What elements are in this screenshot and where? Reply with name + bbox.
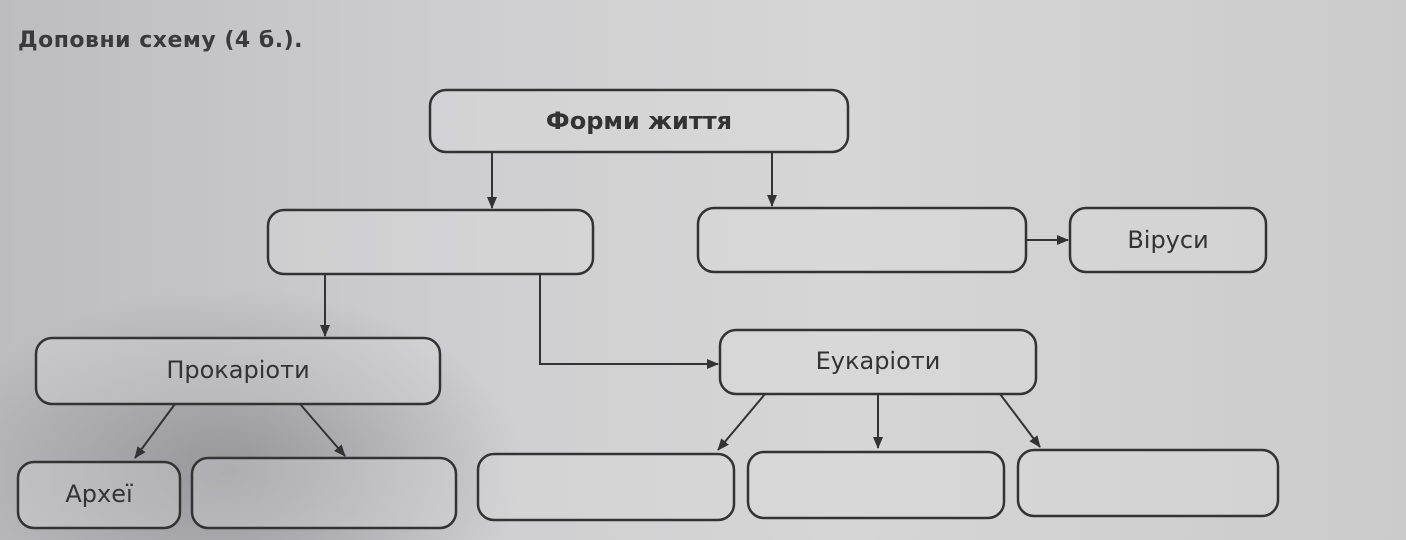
task-instruction: Доповни схему (4 б.). [18, 28, 304, 53]
box-level1-left-blank[interactable] [266, 208, 595, 276]
arrow-to-archaea [134, 403, 176, 459]
box-eukaryote-blank-2[interactable] [746, 450, 1006, 520]
arrow-to-eukaryote-blank-1 [717, 393, 766, 451]
box-root: Форми життя [428, 88, 850, 154]
box-eukaryote-blank-3[interactable] [1016, 448, 1280, 518]
box-eukaryotes: Еукаріоти [718, 328, 1038, 396]
box-viruses: Віруси [1068, 206, 1268, 274]
arrow-to-prokaryote-blank [299, 403, 346, 457]
arrow-to-eukaryotes [539, 274, 719, 369]
box-level1-right-blank[interactable] [696, 206, 1028, 274]
box-prokaryote-blank[interactable] [190, 456, 458, 530]
root-label: Форми життя [546, 107, 732, 135]
svg-text:Віруси: Віруси [1127, 226, 1208, 254]
box-prokaryotes: Прокаріоти [34, 336, 442, 406]
svg-text:Еукаріоти: Еукаріоти [816, 347, 941, 375]
arrow-to-eukaryote-blank-3 [999, 393, 1041, 448]
svg-text:Археї: Археї [65, 480, 133, 508]
box-eukaryote-blank-1[interactable] [476, 452, 736, 522]
box-archaea: Археї [16, 460, 182, 530]
svg-text:Прокаріоти: Прокаріоти [166, 356, 309, 384]
